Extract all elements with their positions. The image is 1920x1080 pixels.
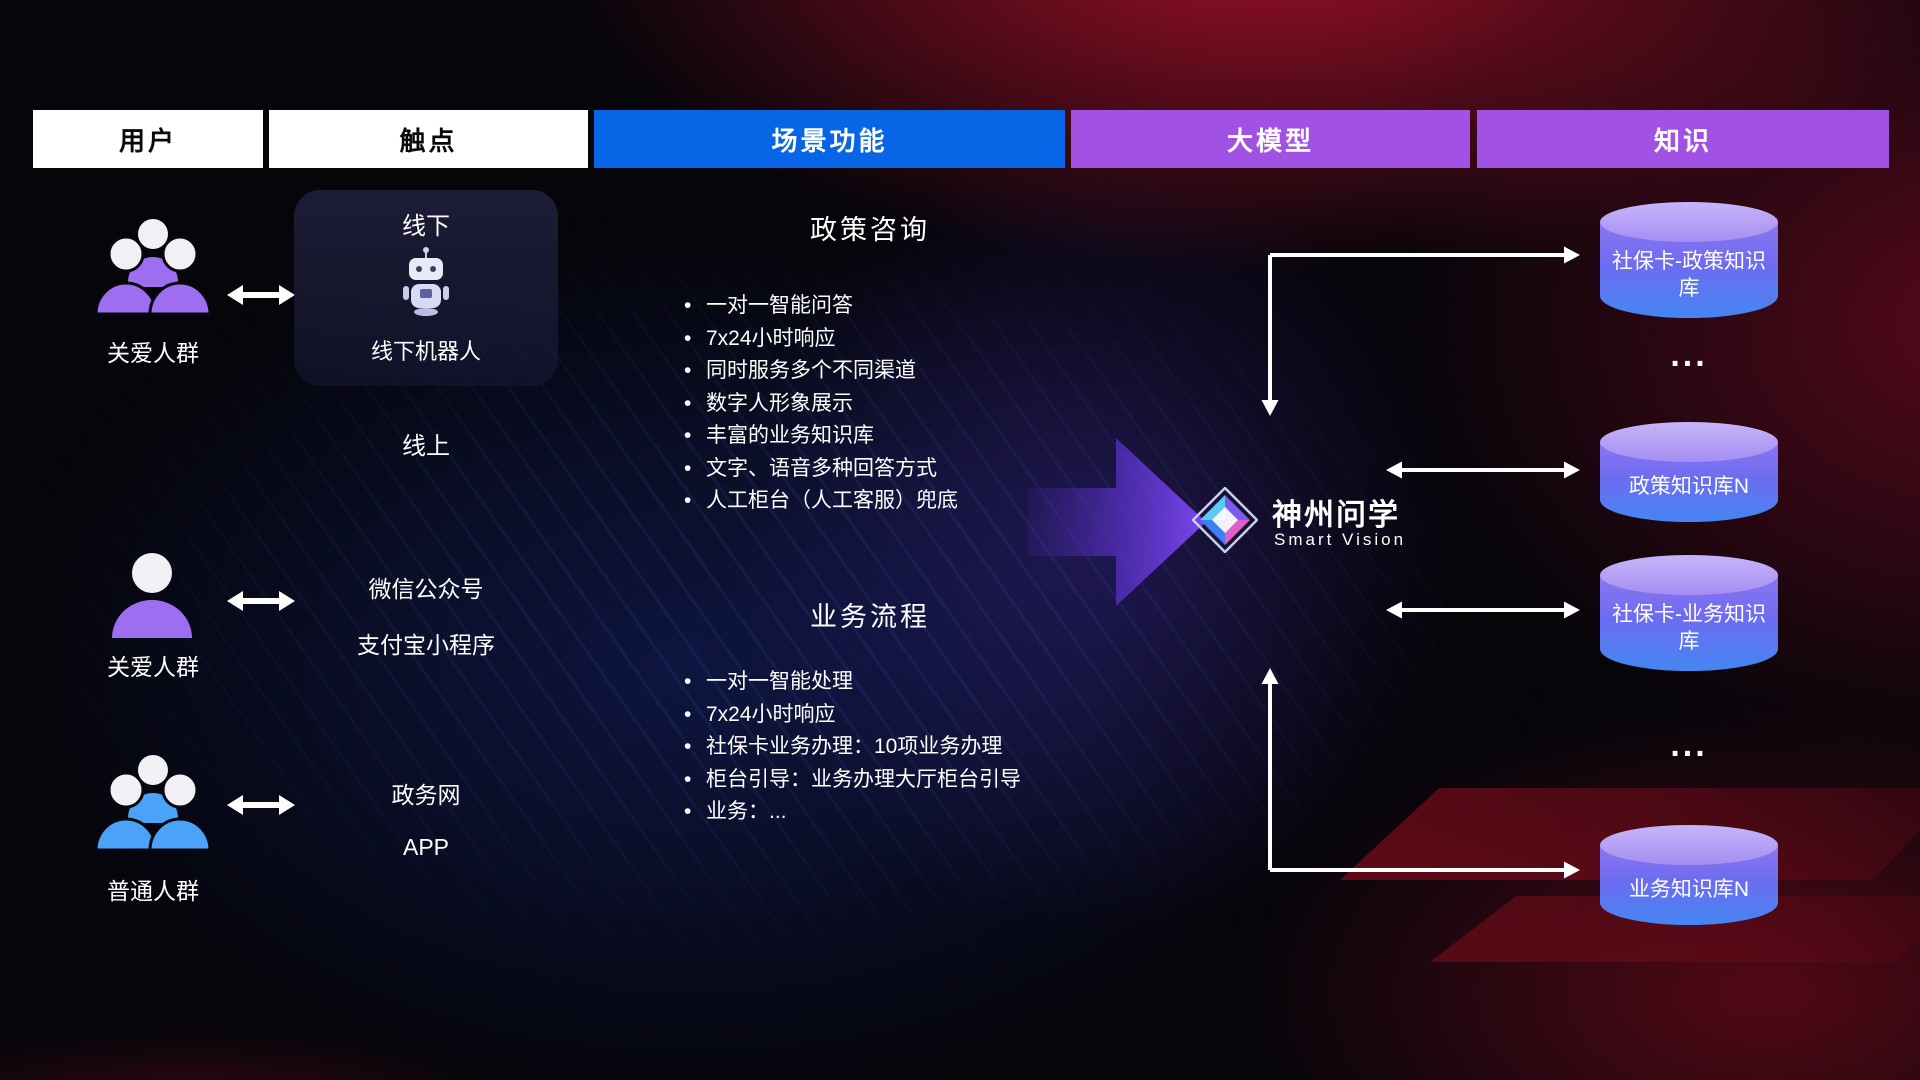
db-label: 政策知识库N xyxy=(1628,475,1750,499)
user-single-purple-icon xyxy=(105,548,200,640)
list-item: 柜台引导：业务办理大厅柜台引导 xyxy=(682,764,1021,797)
list-item: 文字、语音多种回答方式 xyxy=(682,453,958,486)
list-item: 丰富的业务知识库 xyxy=(682,420,958,453)
list-item: 社保卡业务办理：10项业务办理 xyxy=(682,731,1021,764)
db-cylinder-top xyxy=(1600,202,1778,242)
double-arrow-icon xyxy=(225,792,297,818)
db-label: 业务知识库N xyxy=(1628,878,1750,902)
header-model: 大模型 xyxy=(1071,110,1470,168)
model-subtitle: Smart Vision xyxy=(1274,530,1407,549)
flow-arrow-icon xyxy=(1028,426,1210,618)
list-item: 人工柜台（人工客服）兜底 xyxy=(682,485,958,518)
header-model-label: 大模型 xyxy=(1226,125,1314,156)
list-item: 数字人形象展示 xyxy=(682,388,958,421)
list-item: 同时服务多个不同渠道 xyxy=(682,355,958,388)
db-cylinder-top xyxy=(1600,422,1778,462)
knowledge-connector-arrows xyxy=(1240,230,1610,900)
scenario-title-business: 业务流程 xyxy=(810,602,930,632)
model-name: 神州问学 xyxy=(1272,499,1400,532)
header-touchpoints: 触点 xyxy=(269,110,588,168)
list-item: 7x24小时响应 xyxy=(682,323,958,356)
scenario-title-policy: 政策咨询 xyxy=(810,215,930,245)
db-cylinder-top xyxy=(1600,825,1778,865)
double-arrow-icon xyxy=(225,282,297,308)
db-label: 社保卡-政策知识库 xyxy=(1612,249,1766,300)
user-group-blue-icon xyxy=(88,748,218,854)
header-users: 用户 xyxy=(33,110,263,168)
user-label-care-group-1: 关爱人群 xyxy=(107,340,199,366)
ellipsis-dots: ... xyxy=(1670,336,1708,374)
db-label: 社保卡-业务知识库 xyxy=(1612,602,1766,653)
scenario-business-list: 一对一智能处理 7x24小时响应 社保卡业务办理：10项业务办理 柜台引导：业务… xyxy=(682,666,1021,829)
user-group-purple-icon xyxy=(88,212,218,318)
user-label-normal-group: 普通人群 xyxy=(107,878,199,904)
header-touchpoints-label: 触点 xyxy=(399,125,458,156)
knowledge-db-policy-social-card: 社保卡-政策知识库 xyxy=(1600,202,1778,318)
online-title: 线上 xyxy=(402,433,450,460)
db-cylinder-top xyxy=(1600,555,1778,595)
touchpoint-wechat: 微信公众号 xyxy=(368,576,484,602)
list-item: 一对一智能处理 xyxy=(682,666,1021,699)
touchpoint-gov-web: 政务网 xyxy=(391,782,461,808)
offline-robot-label: 线下机器人 xyxy=(370,339,481,364)
touchpoint-app: APP xyxy=(402,834,450,860)
header-users-label: 用户 xyxy=(118,125,177,156)
header-scenarios: 场景功能 xyxy=(594,110,1065,168)
header-scenarios-label: 场景功能 xyxy=(771,125,888,156)
list-item: 业务：... xyxy=(682,796,1021,829)
header-knowledge: 知识 xyxy=(1477,110,1889,168)
knowledge-db-business-social-card: 社保卡-业务知识库 xyxy=(1600,555,1778,671)
scenario-policy-list: 一对一智能问答 7x24小时响应 同时服务多个不同渠道 数字人形象展示 丰富的业… xyxy=(682,290,958,518)
offline-touchpoint-card: 线下 线下机器人 xyxy=(294,190,558,386)
robot-icon xyxy=(401,246,451,316)
user-label-care-group-2: 关爱人群 xyxy=(107,654,199,680)
smart-vision-logo-icon xyxy=(1192,487,1258,553)
double-arrow-icon xyxy=(225,588,297,614)
knowledge-db-business-n: 业务知识库N xyxy=(1600,825,1778,925)
header-knowledge-label: 知识 xyxy=(1653,125,1712,156)
list-item: 7x24小时响应 xyxy=(682,699,1021,732)
list-item: 一对一智能问答 xyxy=(682,290,958,323)
touchpoint-alipay: 支付宝小程序 xyxy=(357,632,495,658)
knowledge-db-policy-n: 政策知识库N xyxy=(1600,422,1778,522)
offline-title: 线下 xyxy=(402,213,450,240)
ellipsis-dots: ... xyxy=(1670,726,1708,764)
